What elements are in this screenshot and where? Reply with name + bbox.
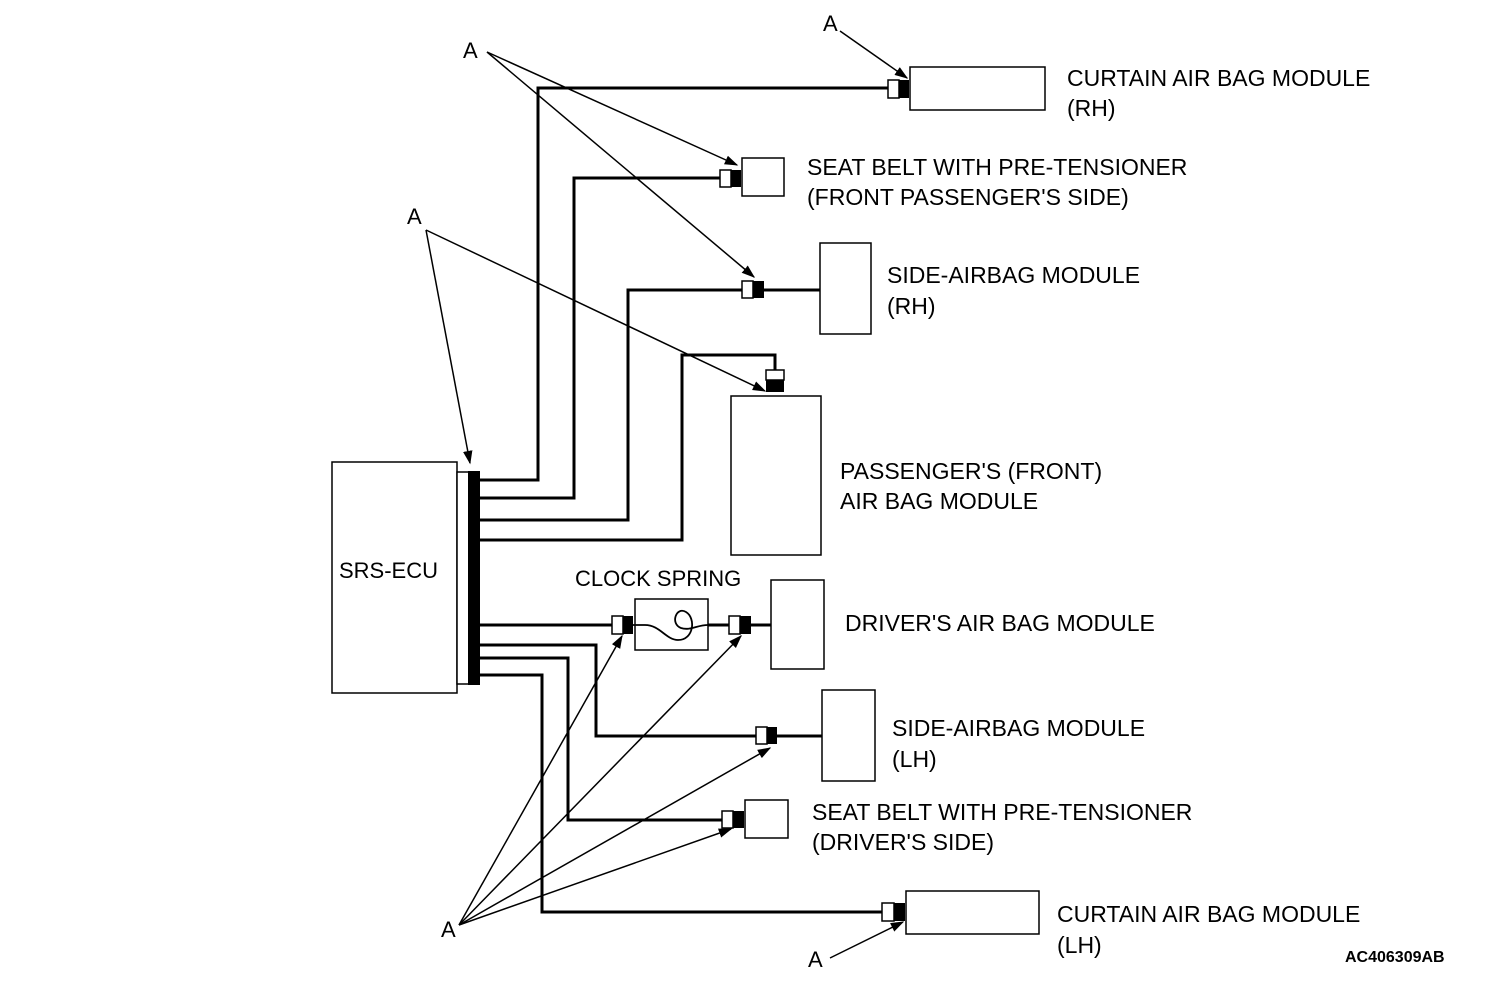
connector-side-rh	[741, 280, 764, 299]
curtain-rh-label-2: (RH)	[1067, 95, 1116, 121]
wiring-harness	[480, 86, 888, 914]
curtain-lh-label-2: (LH)	[1057, 932, 1102, 958]
connector-clock-spring-in	[611, 615, 633, 635]
wire-passenger-front	[480, 353, 777, 542]
side-lh-label-1: SIDE-AIRBAG MODULE	[892, 715, 1145, 741]
side-lh-label-2: (LH)	[892, 746, 937, 772]
side-rh-module	[819, 242, 872, 335]
callout-a-bottom: A	[808, 947, 823, 972]
connector-seatbelt-driver	[721, 810, 744, 829]
curtain-rh-module	[909, 66, 1046, 111]
side-rh-label-2: (RH)	[887, 293, 936, 319]
connector-side-lh	[755, 726, 777, 745]
figure-code: AC406309AB	[1345, 949, 1445, 966]
component-boxes	[730, 66, 1046, 935]
component-labels: CURTAIN AIR BAG MODULE (RH) SEAT BELT WI…	[807, 65, 1370, 958]
side-rh-label-1: SIDE-AIRBAG MODULE	[887, 262, 1140, 288]
passenger-front-module	[730, 395, 822, 556]
seatbelt-driver-label-1: SEAT BELT WITH PRE-TENSIONER	[812, 799, 1192, 825]
seatbelt-passenger-label-1: SEAT BELT WITH PRE-TENSIONER	[807, 154, 1187, 180]
side-lh-module	[821, 689, 876, 782]
curtain-lh-module	[905, 890, 1040, 935]
wire-curtain-lh	[480, 673, 882, 914]
driver-module	[770, 579, 825, 670]
callout-a-upper: A	[463, 38, 478, 63]
passenger-front-label-2: AIR BAG MODULE	[840, 488, 1038, 514]
clock-spring: CLOCK SPRING	[575, 566, 741, 651]
seatbelt-driver-module	[744, 799, 789, 839]
clock-spring-label: CLOCK SPRING	[575, 566, 741, 591]
wire-seatbelt-passenger	[480, 176, 720, 500]
curtain-rh-label-1: CURTAIN AIR BAG MODULE	[1067, 65, 1370, 91]
seatbelt-passenger-label-2: (FRONT PASSENGER'S SIDE)	[807, 184, 1129, 210]
seatbelt-driver-label-2: (DRIVER'S SIDE)	[812, 829, 994, 855]
connectors	[611, 79, 909, 922]
connector-passenger-front	[765, 369, 785, 392]
connector-driver	[728, 615, 751, 635]
callout-a-top-right: A	[823, 11, 838, 36]
wire-side-lh	[480, 643, 756, 738]
passenger-front-label-1: PASSENGER'S (FRONT)	[840, 458, 1102, 484]
connector-seatbelt-passenger	[719, 169, 741, 188]
connector-callouts: A A A A A	[407, 11, 909, 972]
wire-side-rh	[480, 288, 742, 522]
srs-ecu: SRS-ECU	[331, 461, 480, 694]
srs-ecu-label: SRS-ECU	[339, 558, 438, 583]
seatbelt-passenger-module	[741, 157, 785, 197]
callout-a-bottom-left: A	[441, 917, 456, 942]
curtain-lh-label-1: CURTAIN AIR BAG MODULE	[1057, 901, 1360, 927]
connector-curtain-rh	[887, 79, 909, 99]
callout-a-middle: A	[407, 204, 422, 229]
connector-curtain-lh	[881, 902, 905, 922]
driver-label: DRIVER'S AIR BAG MODULE	[845, 610, 1155, 636]
